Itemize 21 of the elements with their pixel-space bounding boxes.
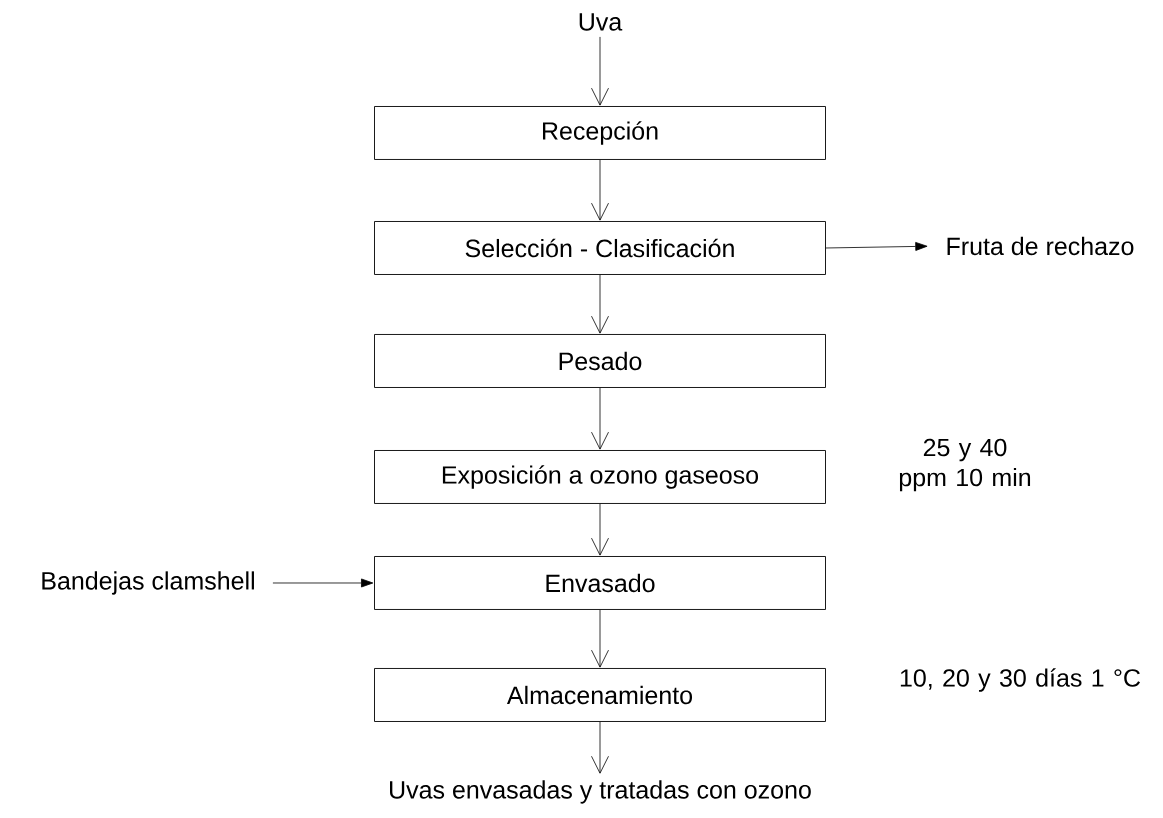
arrow: [825, 242, 928, 251]
arrow: [591, 387, 609, 450]
flow-text: Uvas envasadas y tratadas con ozono: [390, 780, 811, 804]
flow-text: Fruta de rechazo: [947, 236, 1134, 256]
process-box: Recepción: [374, 106, 826, 160]
arrow: [591, 274, 609, 334]
process-box: Selección - Clasificación: [374, 221, 826, 275]
flow-text: Uva: [579, 13, 623, 31]
process-box: Pesado: [374, 334, 826, 388]
arrow: [591, 36, 609, 106]
process-box: Exposición a ozono gaseoso: [374, 450, 826, 504]
arrow: [272, 578, 374, 588]
arrow: [591, 503, 609, 556]
process-note: 10, 20 y 30 días 1 °C: [900, 668, 1141, 692]
process-box: Envasado: [374, 556, 826, 610]
arrow: [591, 721, 609, 774]
arrow: [591, 159, 609, 221]
arrow: [591, 609, 609, 668]
process-note: 25 y 40 ppm 10 min: [899, 438, 1031, 492]
process-box: Almacenamiento: [374, 668, 826, 722]
flow-text: Bandejas clamshell: [42, 571, 254, 595]
